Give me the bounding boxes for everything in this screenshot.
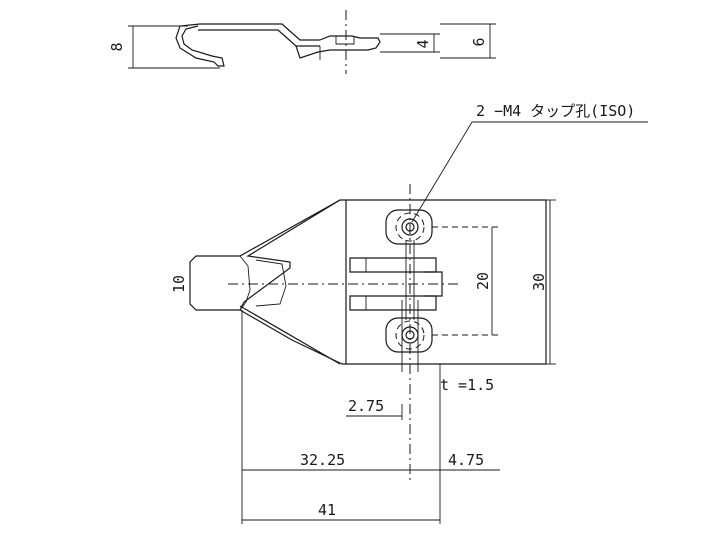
top-view-profile: 8 4 6 xyxy=(108,10,496,74)
extension-lines xyxy=(241,310,441,524)
thickness-note: t =1.5 xyxy=(440,376,494,394)
dimension-41: 41 xyxy=(242,501,440,521)
tap-note-leader: 2 −M4 タップ孔(ISO) xyxy=(411,102,648,223)
pitch-20-label: 20 xyxy=(474,272,492,290)
tap-hole-lower xyxy=(385,317,433,353)
length-32-25-label: 32.25 xyxy=(300,451,345,469)
overall-41-label: 41 xyxy=(318,501,336,519)
width-10-label: 10 xyxy=(170,275,188,293)
thickness-6-label: 6 xyxy=(470,37,488,46)
tap-hole-upper xyxy=(385,209,433,245)
dimension-20: 20 xyxy=(432,226,498,336)
dimension-4-75: 4.75 xyxy=(410,451,500,471)
dimension-2-75: 2.75 xyxy=(346,397,403,420)
offset-2-75-label: 2.75 xyxy=(348,397,384,415)
thickness-4-label: 4 xyxy=(414,39,432,48)
length-4-75-label: 4.75 xyxy=(448,451,484,469)
hole-centerlines xyxy=(401,184,419,480)
dimension-32-25: 32.25 xyxy=(242,451,410,471)
height-30-label: 30 xyxy=(530,273,548,291)
height-8-label: 8 xyxy=(108,42,126,51)
tap-hole-note: 2 −M4 タップ孔(ISO) xyxy=(476,102,635,120)
front-view-outline: 10 xyxy=(170,199,547,365)
dimension-30: 30 xyxy=(530,199,556,365)
